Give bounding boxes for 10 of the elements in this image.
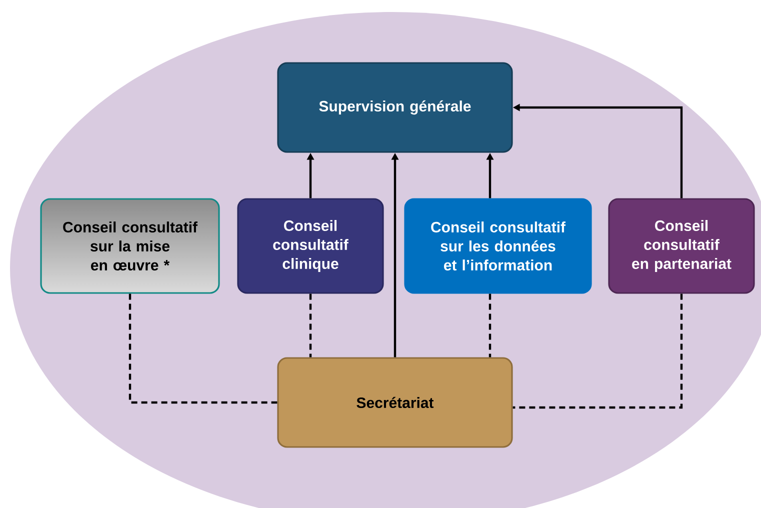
council-box: Conseil consultatif clinique: [237, 198, 384, 294]
supervision-box: Supervision générale: [277, 62, 513, 153]
dashed-connector: [128, 294, 278, 404]
dashed-connector: [309, 294, 312, 358]
council-box: Conseil consultatif en partenariat: [608, 198, 755, 294]
dashed-connector: [512, 294, 683, 409]
dashed-connector: [488, 294, 492, 358]
secretariat-box: Secrétariat: [277, 357, 513, 448]
council-box: Conseil consultatif sur la mise en œuvre *: [40, 198, 220, 294]
council-box: Conseil consultatif sur les données et l’information: [404, 198, 592, 294]
